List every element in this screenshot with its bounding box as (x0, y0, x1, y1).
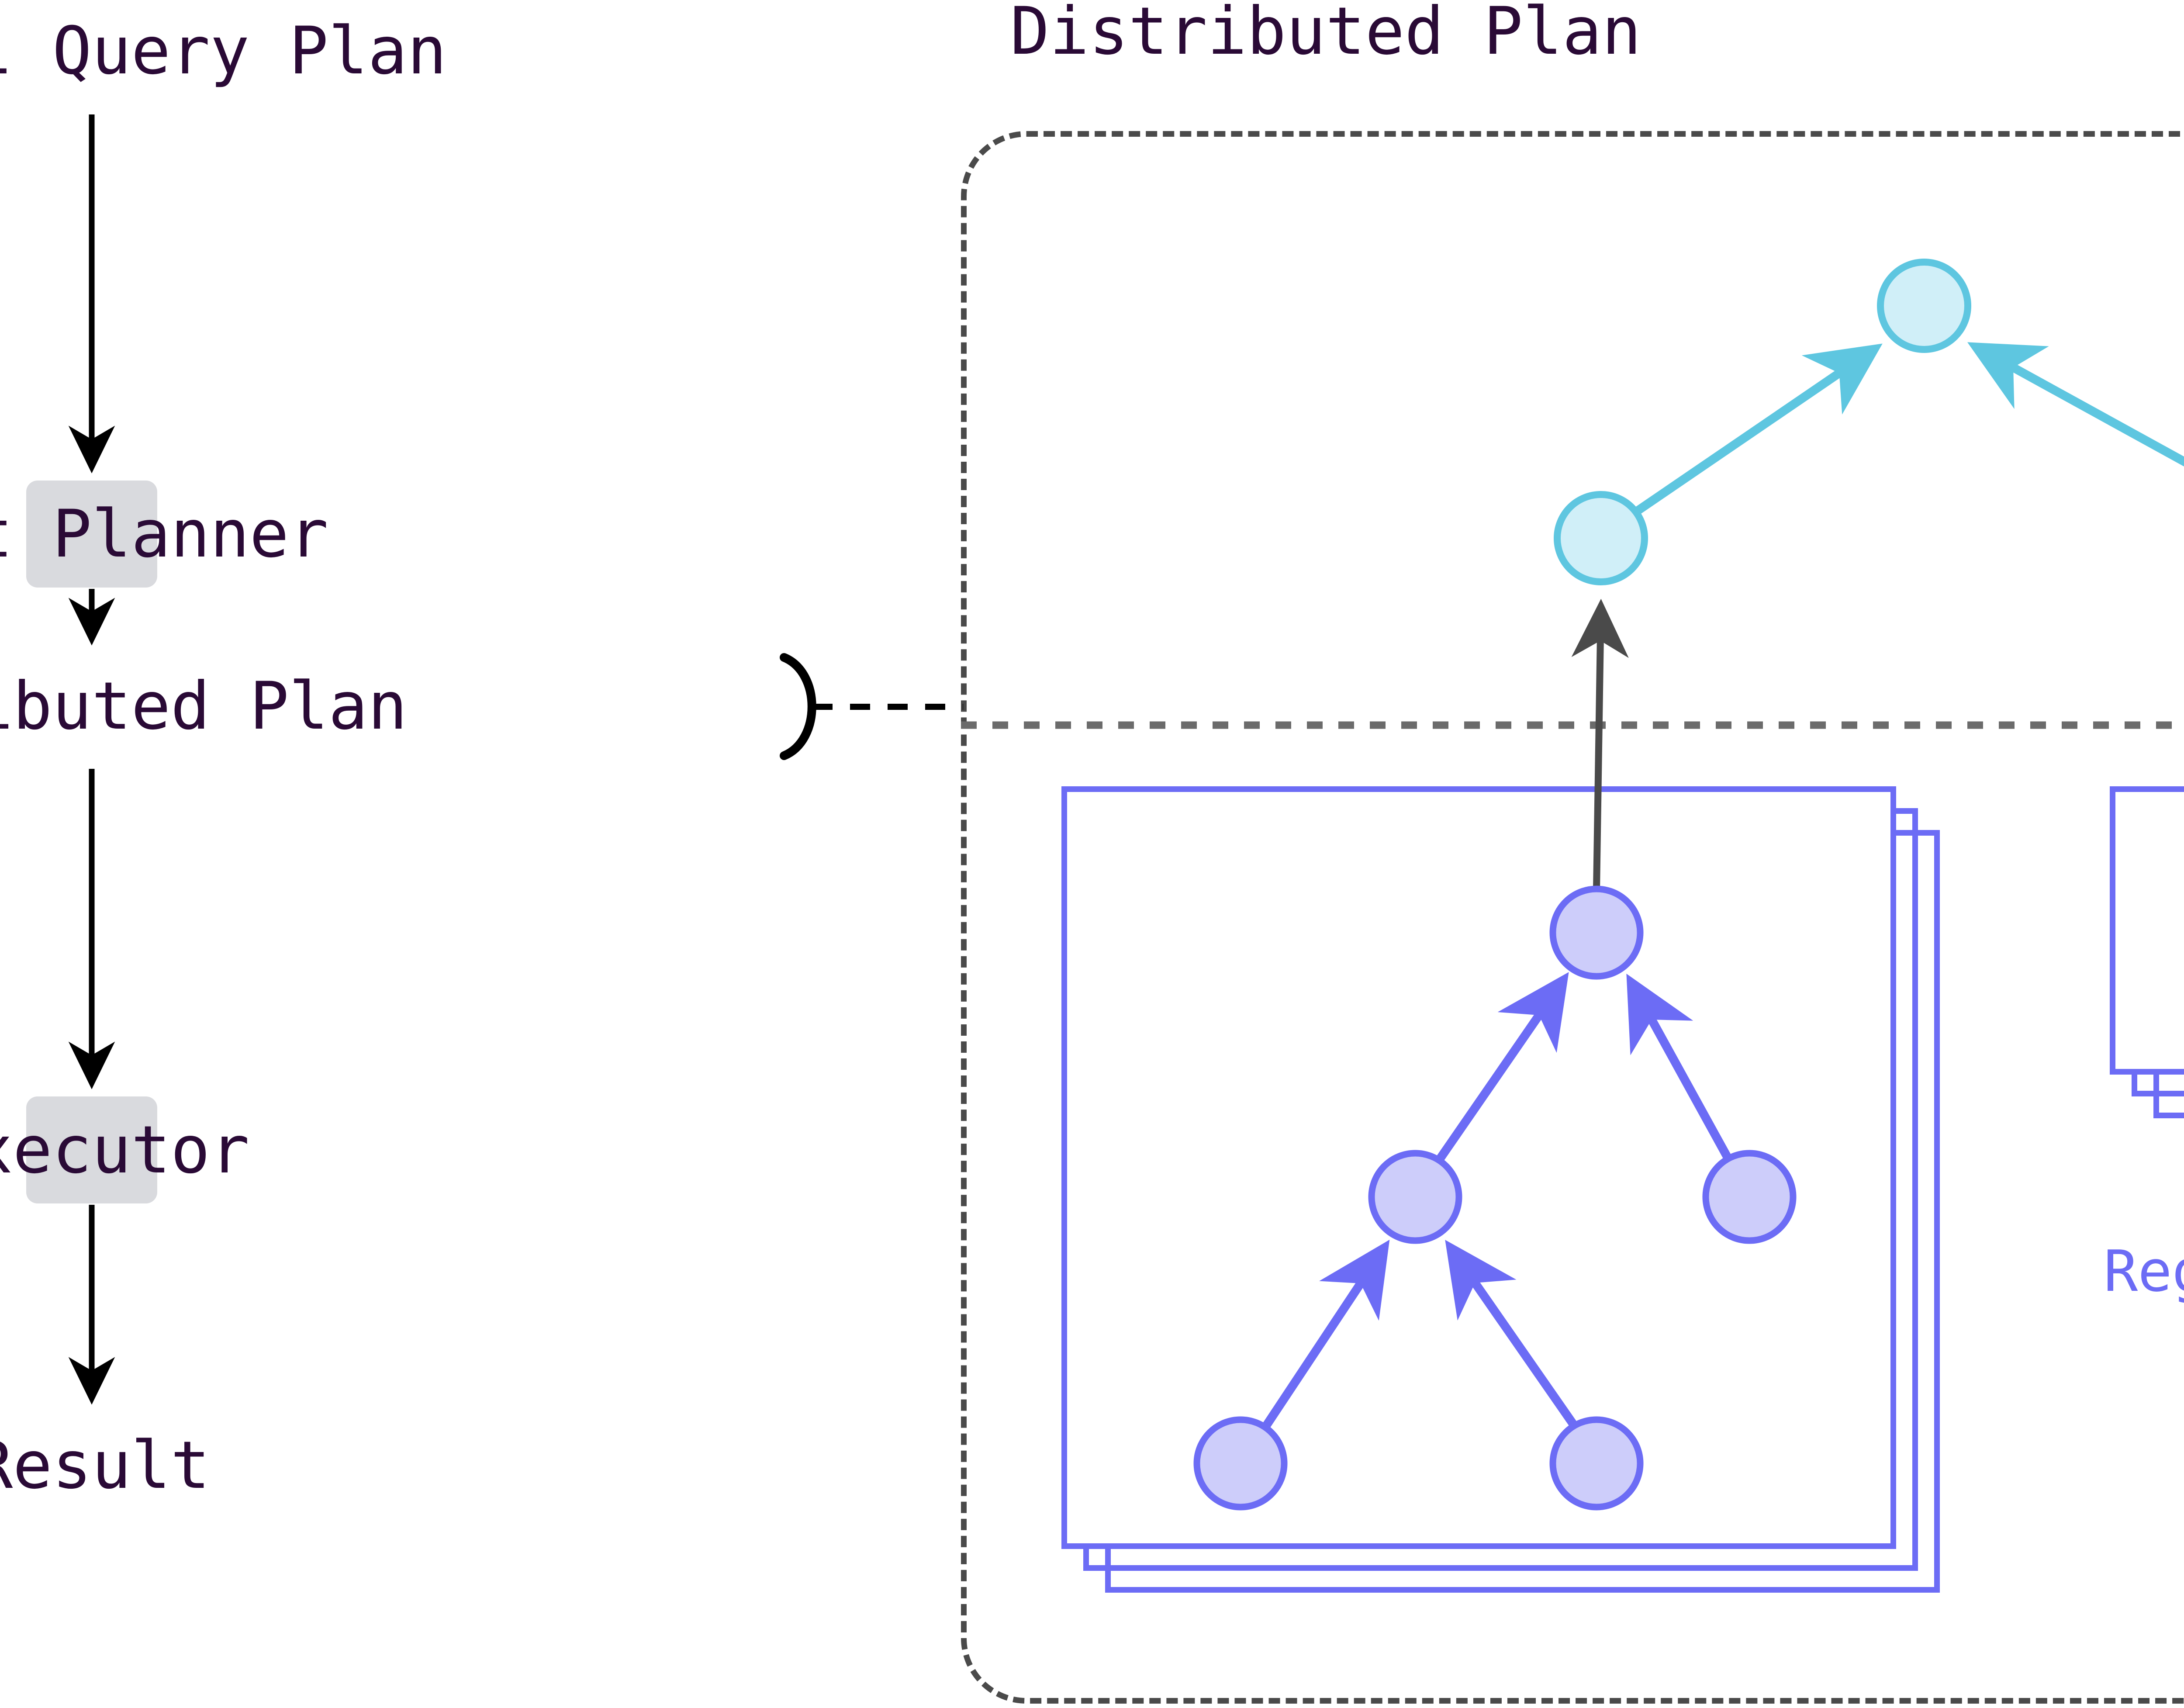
datanode-node-A-root[interactable] (1549, 885, 1644, 980)
region-stack-right (2110, 786, 2184, 1136)
edge-dnA-mid-to-dnA-root (1435, 972, 1569, 1162)
edge-datanodeA-to-frontend-left (1571, 598, 1629, 889)
edge-dnA-right-to-dnA-root (1626, 973, 1733, 1162)
region-sheet-front (2110, 786, 2184, 1075)
datanode-node-A-right[interactable] (1702, 1150, 1797, 1244)
datanode-node-A-leaf1[interactable] (1193, 1416, 1288, 1511)
edge-dnA-leaf1-to-dnA-mid (1262, 1240, 1390, 1429)
datanode-node-A-mid[interactable] (1368, 1150, 1462, 1244)
edge-fe-left-to-fe-root (1633, 343, 1883, 516)
frontend-node-left[interactable] (1554, 491, 1648, 585)
datanode-node-A-leaf2[interactable] (1549, 1416, 1644, 1511)
label-logical-query-plan: Logical Query Plan (0, 13, 447, 89)
distributed-plan-title: Distributed Plan (1010, 0, 1641, 69)
process-box-dist-planner[interactable]: Dist Planner (0, 481, 328, 588)
process-box-executor-label: Executor (0, 1112, 250, 1188)
edge-dnA-leaf2-to-dnA-mid (1445, 1240, 1579, 1429)
label-distributed-plan-intermediate: Distributed Plan (0, 668, 408, 744)
regions-label: Regions (2104, 1238, 2184, 1304)
label-result: Result (0, 1428, 210, 1504)
frontend-node-root[interactable] (1877, 259, 1971, 353)
distributed-plan-container (961, 131, 2184, 1704)
process-box-executor[interactable]: Executor (0, 1096, 249, 1203)
edge-fe-right-to-fe-root (1967, 342, 2184, 467)
brace-connector (780, 653, 963, 760)
process-box-dist-planner-label: Dist Planner (0, 496, 328, 572)
